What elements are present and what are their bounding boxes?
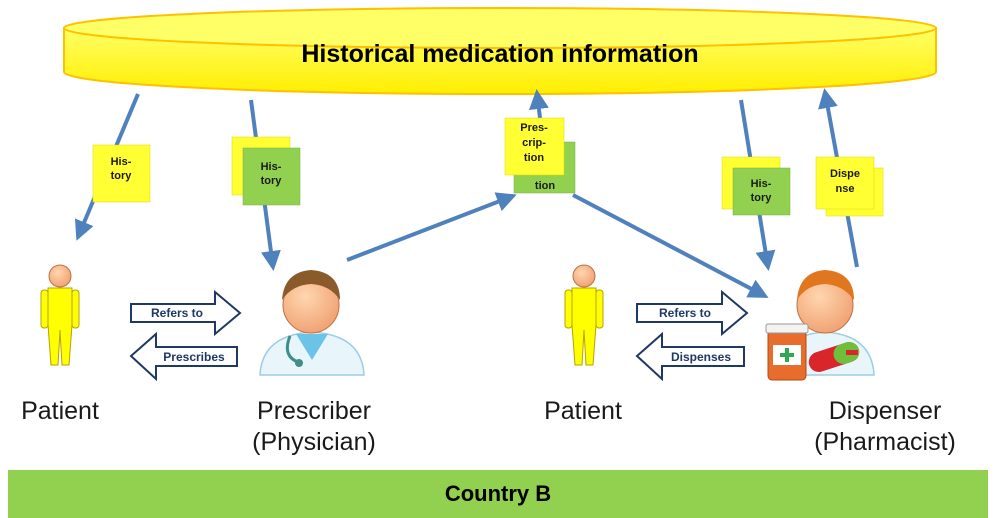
- arrow-prescription-to-database: [528, 89, 549, 119]
- note-dispense-line1: Dispe: [830, 168, 860, 180]
- note-dispense: Dispe nse: [815, 156, 884, 217]
- note-history-3: His-tory: [721, 156, 791, 216]
- note-prescription: Pres-crip-tion tion: [504, 117, 576, 194]
- svg-text:His-tory: His-tory: [751, 178, 773, 204]
- note-history-1-line2: tory: [111, 170, 133, 182]
- pharmacist-figure: [765, 270, 875, 381]
- svg-text:His-tory: His-tory: [261, 161, 283, 187]
- physician-figure: [259, 270, 365, 376]
- arrow-prescription-to-dispenser: [572, 193, 769, 298]
- refers-to-label-1: Refers to: [151, 306, 203, 320]
- dispenses-label: Dispenses: [671, 350, 731, 364]
- note-history-3-line1: His-: [751, 178, 772, 190]
- refers-to-arrow-2: Refers to: [636, 289, 749, 337]
- prescribes-arrow: Prescribes: [129, 331, 238, 382]
- note-prescription-line2: crip-: [522, 137, 546, 149]
- refers-to-label-2: Refers to: [659, 306, 711, 320]
- svg-text:His-tory: His-tory: [111, 156, 133, 182]
- prescriber-label-line1: Prescriber: [257, 397, 371, 425]
- note-history-2-line2: tory: [261, 175, 283, 187]
- arrow-prescriber-to-prescription: [346, 192, 517, 262]
- database-cylinder: [63, 7, 937, 95]
- note-prescription-line1: Pres-: [520, 122, 548, 134]
- country-bar: Country B: [8, 470, 988, 518]
- dispenses-arrow: Dispenses: [635, 331, 745, 382]
- patient-2-figure: [564, 264, 604, 366]
- note-history-1: His-tory: [92, 144, 151, 203]
- note-history-2: His-tory: [231, 136, 301, 206]
- note-prescription-back-label: tion: [535, 180, 555, 192]
- note-dispense-line2: nse: [836, 183, 855, 195]
- database-title: Historical medication information: [301, 40, 699, 68]
- prescribes-label: Prescribes: [163, 350, 225, 364]
- refers-to-arrow-1: Refers to: [130, 289, 242, 337]
- patient-2-label: Patient: [544, 397, 622, 425]
- note-prescription-line3: tion: [524, 152, 544, 164]
- country-label: Country B: [444, 481, 552, 506]
- note-history-3-line2: tory: [751, 192, 773, 204]
- dispenser-label-line1: Dispenser: [828, 397, 942, 425]
- dispenser-label-line2: (Pharmacist): [814, 428, 956, 456]
- note-history-2-line1: His-: [261, 161, 282, 173]
- svg-text:Dispense: Dispe nse: [830, 168, 860, 195]
- patient-1-label: Patient: [21, 397, 99, 425]
- note-history-1-line1: His-: [111, 156, 132, 168]
- svg-text:Pres-crip-tion: Pres-crip-tion: [520, 122, 548, 164]
- patient-1-figure: [40, 264, 80, 366]
- prescriber-label-line2: (Physician): [252, 428, 376, 456]
